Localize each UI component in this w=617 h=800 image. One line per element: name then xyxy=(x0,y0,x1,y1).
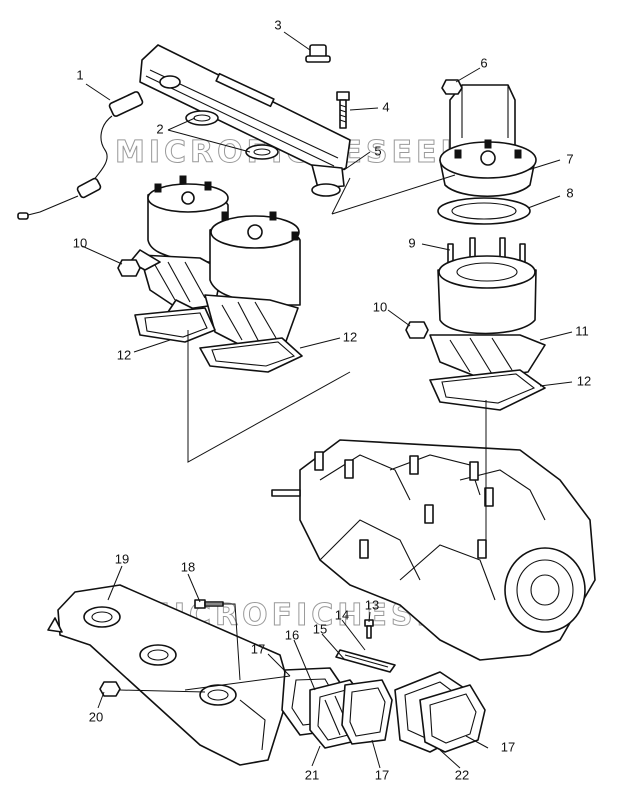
part-base-gasket-right xyxy=(429,369,546,411)
part-bolt xyxy=(336,91,350,129)
part-reed-screw xyxy=(364,619,374,639)
part-reed-gasket-3 xyxy=(419,684,486,753)
part-crankcase xyxy=(271,439,596,661)
part-intake-manifold xyxy=(47,584,291,766)
part-reed-stop xyxy=(335,649,396,673)
part-cylinder-right xyxy=(429,255,546,379)
callout-19: 19 xyxy=(115,551,129,566)
part-exhaust-manifold xyxy=(139,44,351,197)
part-cap-nut xyxy=(441,79,463,95)
callout-9: 9 xyxy=(408,235,415,250)
part-intake-nut xyxy=(99,681,121,697)
callout-6: 6 xyxy=(480,55,487,70)
callout-15: 15 xyxy=(313,621,327,636)
callout-22: 22 xyxy=(455,767,469,782)
callout-14: 14 xyxy=(335,607,349,622)
callout-11: 11 xyxy=(575,323,589,338)
part-twin-cylinders xyxy=(129,175,301,351)
part-base-gaskets-left xyxy=(134,307,303,373)
part-nut-left xyxy=(117,259,141,277)
callout-12-right: 12 xyxy=(577,373,591,388)
callout-20: 20 xyxy=(89,709,103,724)
part-head-gasket xyxy=(437,197,531,225)
part-manifold-gaskets xyxy=(185,110,279,160)
callout-13: 13 xyxy=(365,597,379,612)
callout-4: 4 xyxy=(382,99,389,114)
callout-21: 21 xyxy=(305,767,319,782)
callout-labels: 1 2 3 4 5 6 7 8 9 10 10 11 12 12 12 13 1… xyxy=(73,17,591,782)
callout-10-right: 10 xyxy=(373,299,387,314)
callout-17-right: 17 xyxy=(501,739,515,754)
part-plug xyxy=(305,44,331,63)
part-sensor-wire xyxy=(17,91,144,220)
callout-18: 18 xyxy=(181,559,195,574)
callout-12-left: 12 xyxy=(117,347,131,362)
callout-2: 2 xyxy=(156,121,163,136)
callout-16: 16 xyxy=(285,627,299,642)
part-cylinder-head xyxy=(439,139,537,198)
callout-3: 3 xyxy=(274,17,281,32)
callout-8: 8 xyxy=(566,185,573,200)
callout-1: 1 xyxy=(76,67,83,82)
callout-7: 7 xyxy=(566,151,573,166)
part-reed-gasket-2 xyxy=(341,679,393,745)
assembly-lines xyxy=(119,174,487,693)
callout-5: 5 xyxy=(374,143,381,158)
callout-17-bottom: 17 xyxy=(375,767,389,782)
callout-10-left: 10 xyxy=(73,235,87,250)
callout-17-top: 17 xyxy=(251,641,265,656)
part-cylinder-head-cover xyxy=(449,84,516,151)
callout-12-middle: 12 xyxy=(343,329,357,344)
part-nut-right xyxy=(405,321,429,339)
leader-lines xyxy=(81,31,573,769)
